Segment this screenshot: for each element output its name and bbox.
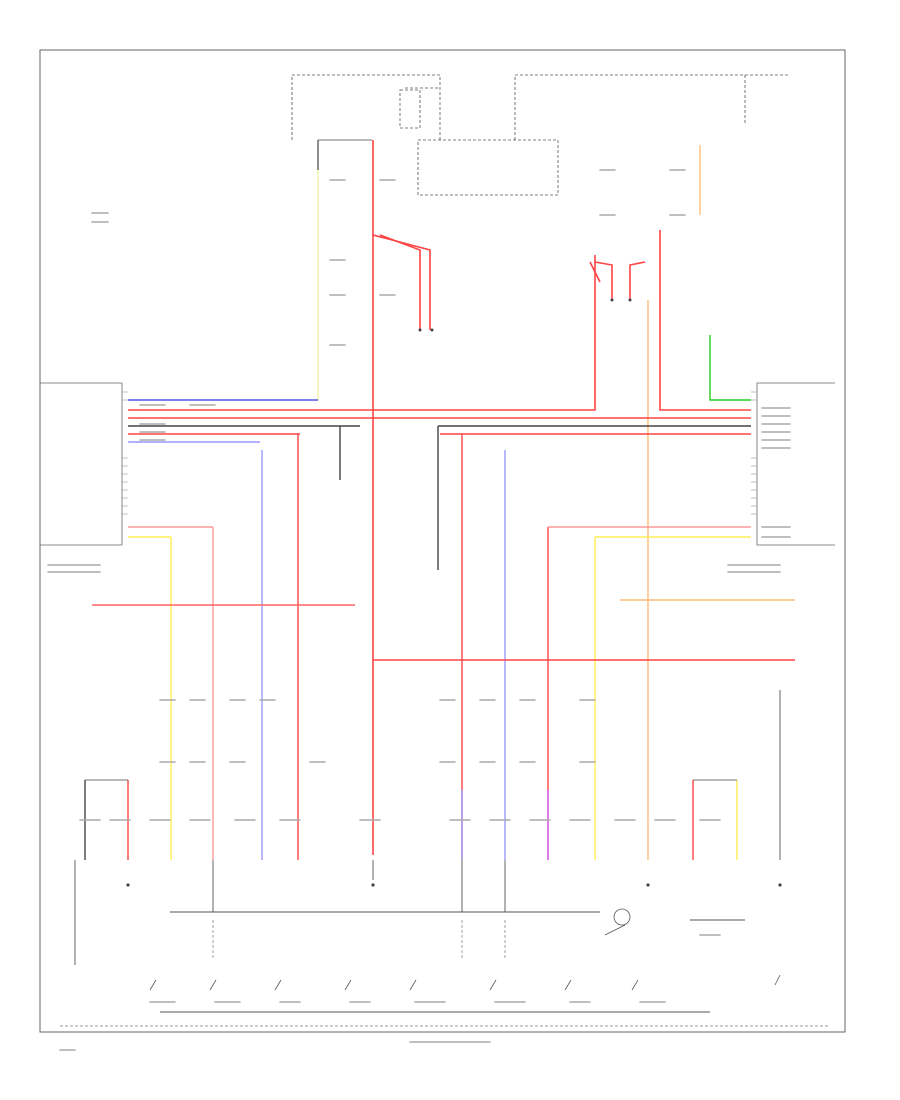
ground-bus [74,690,781,1013]
wire-module-rows [128,417,751,443]
module-right-pins [751,391,757,515]
diagram-frame [39,49,846,1033]
module-left-box [40,382,123,546]
wire-right-red [128,230,751,411]
wire-right-orange [620,145,795,860]
fuse-box-left [291,74,559,196]
wire-sensors [92,604,795,661]
wire-left-feed [128,139,372,401]
wire-green [709,335,751,401]
module-left-pins [122,391,128,515]
module-right-box [756,382,835,546]
label-marks [47,169,791,1051]
wire-center-red [372,140,431,855]
wire-verticals [170,426,596,860]
relay-symbol [604,908,631,936]
wire-lower-right [461,779,738,860]
switch-row [149,974,781,991]
dashed-links [60,920,830,1027]
wire-level-signals [128,526,751,538]
fuse-box-right [514,74,790,140]
ground-dots [126,298,782,887]
